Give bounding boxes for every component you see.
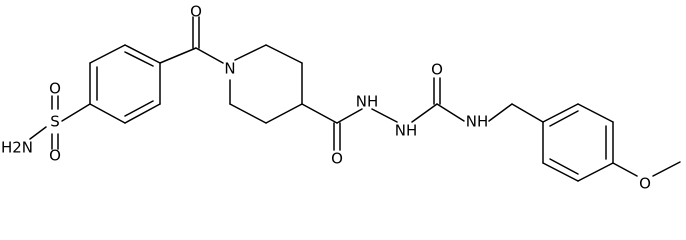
bond-urea-nh bbox=[436, 103, 465, 122]
atom-nh-hydrazide-1: NH bbox=[356, 93, 379, 111]
bond-benz2-e2 bbox=[549, 158, 579, 175]
atom-s-sulfonyl: S bbox=[50, 113, 60, 131]
atom-o-methoxy: O bbox=[639, 175, 651, 193]
bond-benz2-a bbox=[542, 103, 579, 123]
atom-o-ketone: O bbox=[190, 3, 202, 21]
bond-pip-b bbox=[265, 44, 303, 64]
bond-benz2-d bbox=[577, 162, 614, 182]
molecule-structure: O N O S O H2N O NH NH NH O O bbox=[1, 3, 681, 193]
bond-nh-ch2 bbox=[488, 103, 513, 122]
bond-pip-a bbox=[234, 44, 267, 61]
bond-o-ch3 bbox=[652, 161, 681, 177]
bond-benz2-e bbox=[542, 162, 579, 182]
bond-benz2-a2 bbox=[549, 110, 579, 127]
bond-nh2-urea bbox=[411, 103, 438, 123]
bond-ch2-benzene bbox=[511, 103, 544, 123]
atom-labels: O N O S O H2N O NH NH NH O O bbox=[1, 3, 651, 193]
atom-o-sulfonyl-bottom: O bbox=[49, 147, 61, 165]
bond-pip-d bbox=[265, 103, 303, 124]
bond-carbonyl-benzene bbox=[159, 47, 197, 64]
bond-benz2-o bbox=[612, 162, 638, 177]
bond-benz1-e bbox=[124, 103, 161, 124]
bond-benz1-e2 bbox=[124, 100, 154, 117]
atom-n-piperidine: N bbox=[224, 60, 235, 78]
atom-nh2-sulfonamide: H2N bbox=[1, 139, 33, 157]
bond-benz1-b bbox=[89, 44, 126, 64]
bond-benz1-a2 bbox=[124, 51, 154, 67]
bond-pip-e bbox=[229, 103, 267, 124]
bond-nh-nh bbox=[371, 108, 398, 123]
bond-s-nh2 bbox=[29, 126, 47, 140]
bond-pip-carbonyl bbox=[301, 103, 338, 124]
bond-carbonyl-n bbox=[195, 47, 224, 64]
bond-benz1-d bbox=[89, 103, 126, 124]
bond-benz1-a bbox=[124, 44, 161, 64]
bond-benzene-s bbox=[61, 103, 91, 122]
atom-nh-urea: NH bbox=[466, 113, 489, 131]
atom-o-urea: O bbox=[431, 61, 443, 79]
molecule-canvas: O N O S O H2N O NH NH NH O O bbox=[0, 2, 681, 193]
bonds bbox=[29, 16, 681, 182]
bond-benz2-b bbox=[577, 103, 614, 123]
bond-carbonyl-nh1 bbox=[336, 108, 363, 124]
atom-o-sulfonyl-top: O bbox=[49, 80, 61, 98]
atom-nh-hydrazide-2: NH bbox=[395, 122, 418, 140]
atom-o-hydrazide: O bbox=[331, 150, 343, 168]
